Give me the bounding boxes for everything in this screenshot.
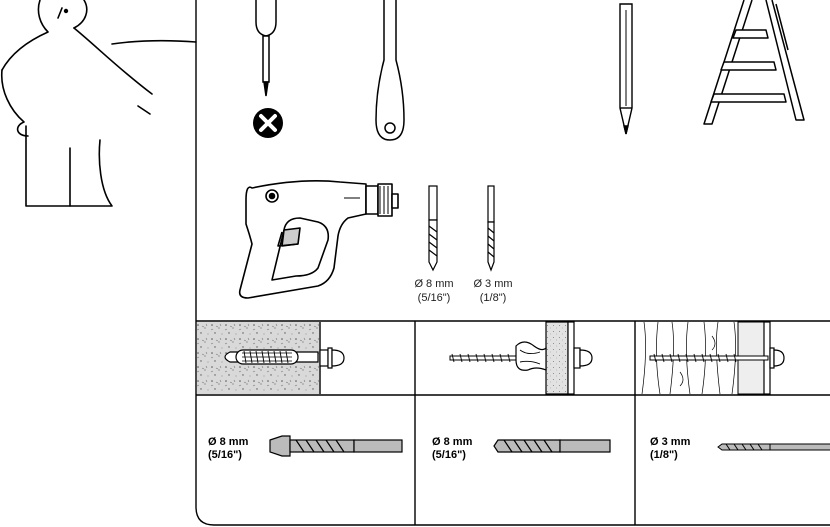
- bit-imperial: (1/8"): [650, 449, 678, 461]
- step-ladder: [703, 0, 805, 125]
- bit-diameter: Ø 8 mm: [432, 436, 473, 448]
- bit-imperial: (5/16"): [417, 292, 451, 304]
- drill-bit-3mm: [487, 185, 495, 272]
- assembly-man-figure: [0, 0, 197, 207]
- bit-diameter: Ø 3 mm: [473, 278, 513, 290]
- bit-diameter: Ø 8 mm: [208, 436, 249, 448]
- bit-drawing-8mm-concrete: [269, 435, 403, 457]
- drywall-cell: [449, 321, 593, 395]
- bit-drawing-8mm-drywall: [493, 439, 611, 453]
- concrete-bit-label: Ø 8 mm (5/16"): [208, 436, 248, 462]
- screwdriver-handle: [375, 0, 405, 141]
- wood-bit-label: Ø 3 mm (1/8"): [650, 436, 690, 462]
- concrete-wall-cell: [197, 322, 345, 394]
- bit-imperial: (5/16"): [208, 449, 242, 461]
- figure-eye: [63, 8, 69, 14]
- bit-diameter: Ø 3 mm: [650, 436, 691, 448]
- drill-bit-3mm-label: Ø 3 mm (1/8"): [467, 277, 519, 305]
- bit-imperial: (5/16"): [432, 449, 466, 461]
- drill-bit-8mm-label: Ø 8 mm (5/16"): [408, 277, 460, 305]
- bit-imperial: (1/8"): [479, 292, 507, 304]
- drill-bit-8mm: [428, 185, 438, 272]
- not-allowed-icon: [253, 108, 283, 138]
- bit-drawing-3mm-wood: [717, 443, 830, 451]
- power-drill: [238, 180, 399, 299]
- phillips-screwdriver: [255, 0, 277, 97]
- pencil: [619, 3, 633, 135]
- panel-frame: [195, 0, 830, 526]
- drywall-bit-label: Ø 8 mm (5/16"): [432, 436, 472, 462]
- bit-diameter: Ø 8 mm: [414, 278, 454, 290]
- wood-wall-cell: [636, 321, 785, 395]
- wall-type-table: [196, 320, 830, 525]
